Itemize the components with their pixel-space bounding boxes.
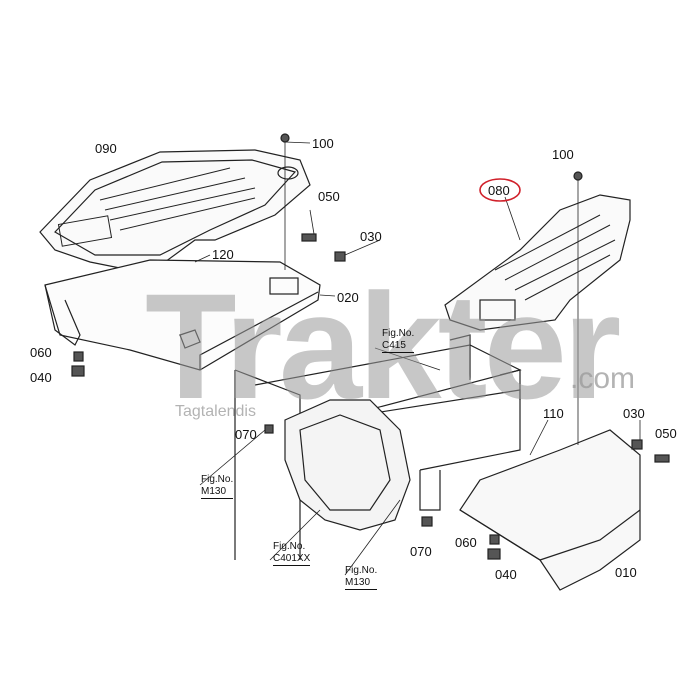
figref-label: Fig.No. bbox=[201, 474, 234, 485]
watermark-tagline: Tagtalendis bbox=[175, 403, 256, 420]
callout-040: 040 bbox=[495, 567, 517, 582]
callout-070: 070 bbox=[410, 544, 432, 559]
callout-080: 080 bbox=[488, 183, 510, 198]
figref-c401xx: Fig.No.C401XX bbox=[273, 541, 311, 566]
transmission-housing bbox=[284, 399, 411, 531]
figref-number: C401XX bbox=[273, 552, 311, 564]
callout-050: 050 bbox=[318, 189, 340, 204]
step-plate-020 bbox=[44, 259, 321, 371]
callout-020: 020 bbox=[337, 290, 359, 305]
figref-label: Fig.No. bbox=[382, 328, 415, 339]
floor-mat-080 bbox=[444, 194, 631, 331]
callout-010: 010 bbox=[615, 565, 637, 580]
callout-030: 030 bbox=[360, 229, 382, 244]
callout-100: 100 bbox=[552, 147, 574, 162]
frame-c415 bbox=[234, 334, 522, 560]
callout-060: 060 bbox=[30, 345, 52, 360]
figref-number: M130 bbox=[345, 576, 371, 588]
figref-label: Fig.No. bbox=[273, 541, 306, 552]
figref-m130-right: Fig.No.M130 bbox=[345, 565, 378, 590]
callout-100: 100 bbox=[312, 136, 334, 151]
fasteners bbox=[71, 133, 670, 560]
figref-number: M130 bbox=[201, 485, 227, 497]
callout-030: 030 bbox=[623, 406, 645, 421]
watermark-domain: .com bbox=[570, 362, 636, 395]
callout-050: 050 bbox=[655, 426, 677, 441]
figref-m130-left: Fig.No.M130 bbox=[201, 474, 234, 499]
leader-lines bbox=[194, 141, 641, 576]
callout-070: 070 bbox=[235, 427, 257, 442]
callout-060: 060 bbox=[455, 535, 477, 550]
callout-090: 090 bbox=[95, 141, 117, 156]
step-plate-010 bbox=[459, 429, 641, 591]
figref-c415: Fig.No.C415 bbox=[382, 328, 415, 353]
watermark-logo: Trakter bbox=[145, 262, 621, 430]
highlight-ring-080 bbox=[479, 178, 521, 202]
callout-040: 040 bbox=[30, 370, 52, 385]
figref-number: C415 bbox=[382, 339, 406, 351]
callout-120: 120 bbox=[212, 247, 234, 262]
callout-110: 110 bbox=[543, 406, 564, 421]
figref-label: Fig.No. bbox=[345, 565, 378, 576]
floor-mat-090 bbox=[39, 149, 311, 271]
